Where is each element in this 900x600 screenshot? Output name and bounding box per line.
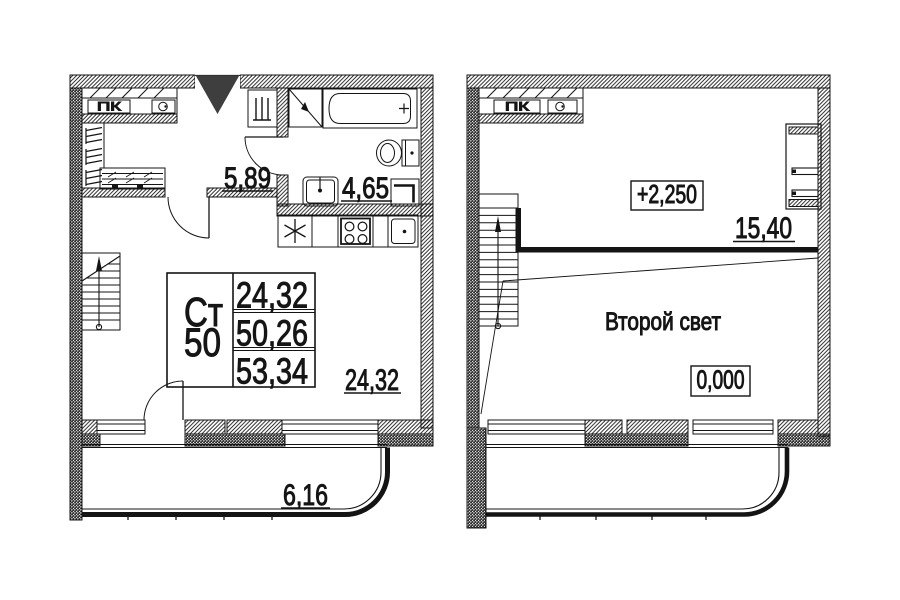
- left-plan-first-floor: ПК: [69, 74, 434, 521]
- shower-tray: [288, 88, 323, 128]
- window-lower-2: [692, 419, 774, 435]
- hall-area-label: 5,89: [224, 162, 271, 195]
- entry-marker: [196, 76, 239, 114]
- hall-door-swing: [167, 196, 210, 239]
- kitchen-counter: [311, 214, 339, 248]
- mezzanine-level-label: +2,250: [637, 179, 697, 209]
- wall-left: [466, 87, 480, 429]
- fire-cabinet-label: ПК: [97, 100, 121, 114]
- balcony-door-swing: [143, 380, 184, 421]
- level-mark-box-lower: [690, 365, 751, 397]
- apartment-stamp-table: [166, 272, 316, 388]
- toilet: [376, 139, 420, 167]
- window-living-right: [281, 419, 379, 435]
- kitchen-stove: [337, 214, 374, 248]
- right-plan-second-level: ПК +2,250 15,40 Второй свет 0,000: [466, 74, 831, 529]
- wall-left: [69, 87, 83, 521]
- ground-level-label: 0,000: [697, 365, 745, 395]
- wall-top-right-segment: [239, 74, 434, 89]
- stamp-number: 50: [184, 321, 221, 365]
- window-lower: [487, 419, 586, 435]
- fire-cabinet: [493, 99, 541, 114]
- mezzanine-edge: [515, 208, 521, 252]
- kitchen-fridge: [277, 214, 313, 248]
- bath-door-swing: [244, 136, 284, 176]
- bathtub: [322, 88, 418, 129]
- entry-closet: [478, 87, 584, 124]
- wardrobe: [85, 123, 105, 186]
- shoe-rack: [99, 167, 166, 190]
- stamp-type: Ст: [184, 289, 223, 335]
- mezzanine-area-label: 15,40: [735, 212, 792, 245]
- stamp-area: 50,26: [236, 313, 308, 354]
- fire-cabinet-label: ПК: [505, 100, 529, 114]
- wall-top-left-segment: [69, 74, 196, 89]
- void-label: Второй свет: [605, 308, 721, 336]
- kitchen-counter-2: [372, 214, 389, 248]
- stamp-living-area: 24,32: [236, 275, 308, 316]
- entry-closet: [81, 87, 178, 124]
- level-mark-box-upper: [630, 180, 704, 211]
- wall-top: [466, 74, 831, 89]
- wardrobe-cabinet: [785, 123, 822, 210]
- kitchen-sink: [387, 214, 419, 248]
- fire-cabinet: [87, 99, 131, 114]
- stamp-total-area: 53,34: [236, 351, 308, 392]
- wall-right: [420, 87, 434, 429]
- balcony-area-label: 6,16: [283, 479, 328, 512]
- balcony-outline: [82, 447, 390, 517]
- coat-hanger: [247, 89, 278, 128]
- stair-upper: [478, 193, 519, 330]
- window-living-left: [96, 419, 146, 435]
- balcony-outline: [486, 447, 790, 517]
- stair-lower: [81, 252, 121, 331]
- wall-right: [817, 87, 831, 438]
- void-boundary-line: [480, 257, 819, 415]
- bath-area-label: 4,65: [342, 172, 389, 205]
- room-area-label: 24,32: [345, 364, 399, 397]
- bathroom-sink: [302, 176, 339, 207]
- washing-machine: [390, 178, 420, 207]
